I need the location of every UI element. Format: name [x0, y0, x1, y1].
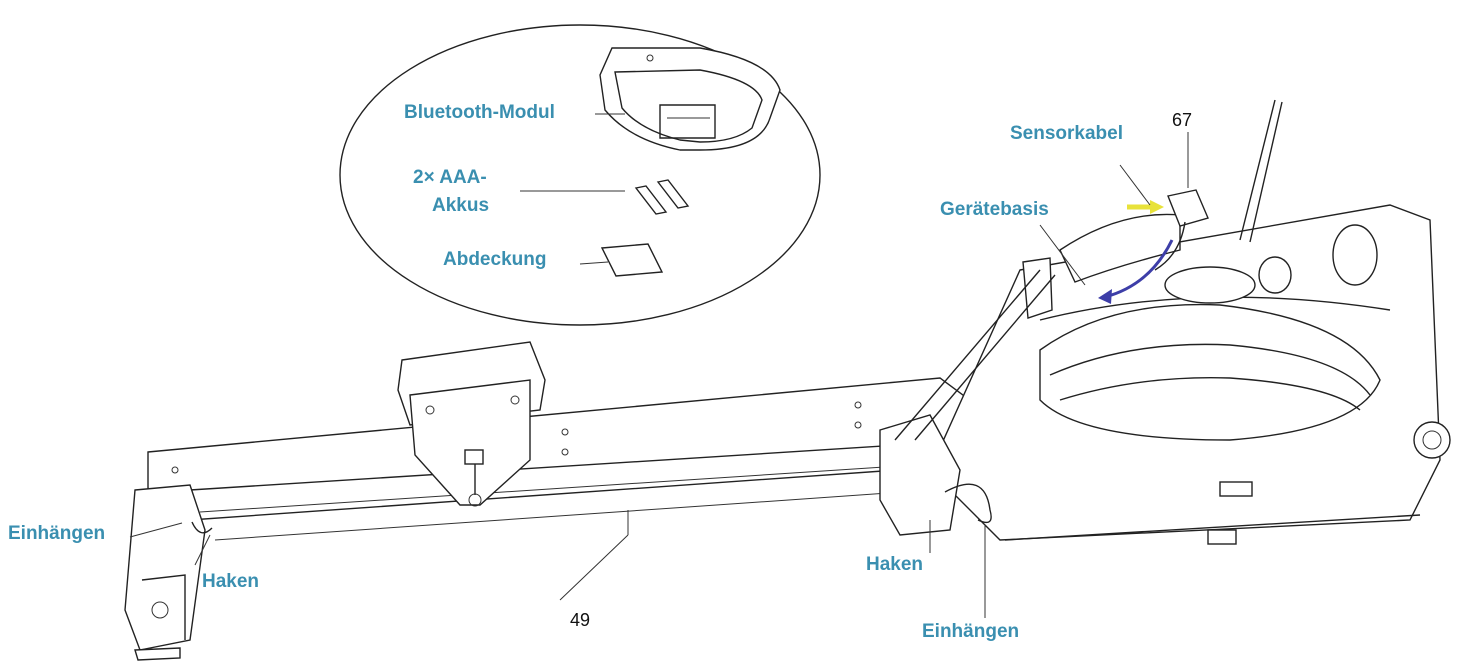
part-number-67: 67 — [1172, 110, 1193, 130]
hook-right-drawing — [944, 483, 992, 524]
sensor-module — [1167, 189, 1209, 227]
routing-arrow-icon — [1098, 239, 1174, 304]
label-hook-left: Haken — [202, 571, 260, 592]
handle-post — [879, 269, 1056, 536]
bluetooth-module-drawing — [599, 47, 781, 151]
label-sensor-cable: Sensorkabel — [1010, 123, 1123, 144]
label-hook-in-left: Einhängen — [8, 523, 106, 544]
cover-drawing — [600, 243, 664, 277]
device-base-frame — [929, 99, 1451, 545]
label-cover: Abdeckung — [443, 249, 547, 270]
batteries-drawing — [634, 179, 690, 215]
label-hook-in-right: Einhängen — [922, 621, 1020, 642]
seat — [397, 341, 546, 507]
part-number-49: 49 — [570, 610, 591, 630]
hook-left-drawing — [191, 521, 213, 534]
rail-beam — [147, 377, 1011, 541]
detail-callout-ellipse — [339, 24, 821, 326]
insert-arrow-icon — [1127, 200, 1164, 214]
label-batteries-line1: 2× AAA- — [413, 167, 487, 188]
left-foot — [124, 484, 206, 661]
label-hook-right: Haken — [866, 554, 924, 575]
label-batteries-line2: Akkus — [432, 195, 490, 216]
label-device-base: Gerätebasis — [940, 199, 1049, 220]
label-bluetooth-module: Bluetooth-Modul — [404, 102, 555, 123]
